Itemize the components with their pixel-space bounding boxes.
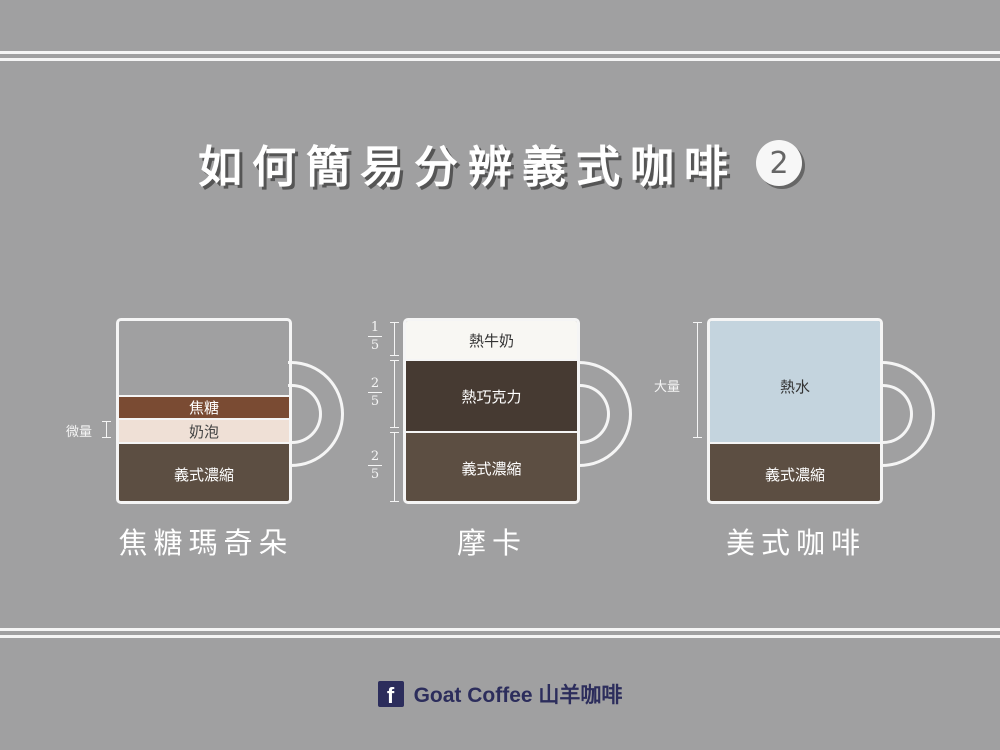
mocha-espresso-label: 義式濃縮	[461, 460, 522, 478]
macchiato-bracket-bottom	[102, 437, 111, 438]
americano-espresso-label: 義式濃縮	[764, 465, 825, 484]
top-rule-2	[0, 58, 1000, 61]
mocha-scale-2-top	[390, 360, 399, 361]
macchiato-espresso-label: 義式濃縮	[173, 465, 234, 484]
mocha-chocolate-layer: 熱巧克力	[406, 359, 577, 431]
brand-name-en: Goat Coffee	[413, 684, 533, 707]
fraction-denominator: 5	[370, 394, 380, 409]
fraction-numerator: 2	[370, 449, 380, 464]
mocha-scale-1-bottom	[390, 355, 399, 356]
macchiato-caramel-label: 焦糖	[188, 399, 219, 417]
macchiato-mug: 焦糖 奶泡 義式濃縮	[116, 318, 292, 504]
mocha-fraction-espresso: 2 5	[368, 449, 382, 482]
fraction-numerator: 2	[370, 376, 380, 391]
fraction-denominator: 5	[370, 338, 380, 353]
mocha-scale-1	[394, 322, 395, 355]
title-number-badge: 2	[756, 140, 802, 186]
mocha-fraction-milk: 1 5	[368, 320, 382, 353]
americano-bracket-top	[693, 322, 702, 323]
macchiato-bracket-top	[102, 421, 111, 422]
americano-name: 美式咖啡	[725, 526, 866, 560]
mocha-mug: 熱牛奶 熱巧克力 義式濃縮	[403, 318, 580, 504]
title-text: 如何簡易分辨義式咖啡	[198, 142, 738, 193]
mocha-fraction-chocolate: 2 5	[368, 376, 382, 409]
macchiato-caramel-layer: 焦糖	[119, 395, 289, 418]
top-rule-1	[0, 51, 1000, 54]
mocha-scale-3-bottom	[390, 501, 399, 502]
americano-espresso-layer: 義式濃縮	[710, 442, 880, 501]
americano-side-label: 大量	[654, 380, 681, 395]
footer: f Goat Coffee 山羊咖啡	[0, 678, 1000, 710]
facebook-icon[interactable]: f	[377, 681, 404, 707]
fraction-bar	[368, 465, 382, 466]
americano-mug: 熱水 義式濃縮	[707, 318, 883, 504]
mocha-milk-layer: 熱牛奶	[406, 321, 577, 359]
mocha-espresso-layer: 義式濃縮	[406, 431, 577, 501]
fraction-denominator: 5	[370, 467, 380, 482]
macchiato-bracket	[106, 421, 107, 437]
americano-water-label: 熱水	[779, 378, 810, 396]
americano-bracket	[697, 322, 698, 437]
bottom-rule-2	[0, 635, 1000, 638]
macchiato-espresso-layer: 義式濃縮	[119, 442, 289, 501]
macchiato-name: 焦糖瑪奇朵	[118, 526, 294, 560]
mocha-scale-1-top	[390, 322, 399, 323]
americano-water-layer: 熱水	[710, 321, 880, 442]
macchiato-foam-layer: 奶泡	[119, 418, 289, 442]
fraction-bar	[368, 336, 382, 337]
brand-name-cn: 山羊咖啡	[538, 684, 623, 707]
mocha-scale-2-bottom	[390, 427, 399, 428]
mocha-name: 摩卡	[456, 526, 527, 560]
americano-bracket-bottom	[693, 437, 702, 438]
macchiato-side-label: 微量	[66, 425, 93, 440]
fraction-bar	[368, 392, 382, 393]
bottom-rule-1	[0, 628, 1000, 631]
macchiato-foam-label: 奶泡	[188, 422, 219, 441]
mocha-scale-2	[394, 360, 395, 427]
page-title: 如何簡易分辨義式咖啡 2	[0, 128, 1000, 198]
mocha-scale-3-top	[390, 432, 399, 433]
mocha-scale-3	[394, 432, 395, 501]
mocha-milk-label: 熱牛奶	[468, 331, 514, 350]
fraction-numerator: 1	[370, 320, 380, 335]
mocha-chocolate-label: 熱巧克力	[461, 387, 522, 406]
brand-name[interactable]: Goat Coffee 山羊咖啡	[414, 679, 623, 709]
